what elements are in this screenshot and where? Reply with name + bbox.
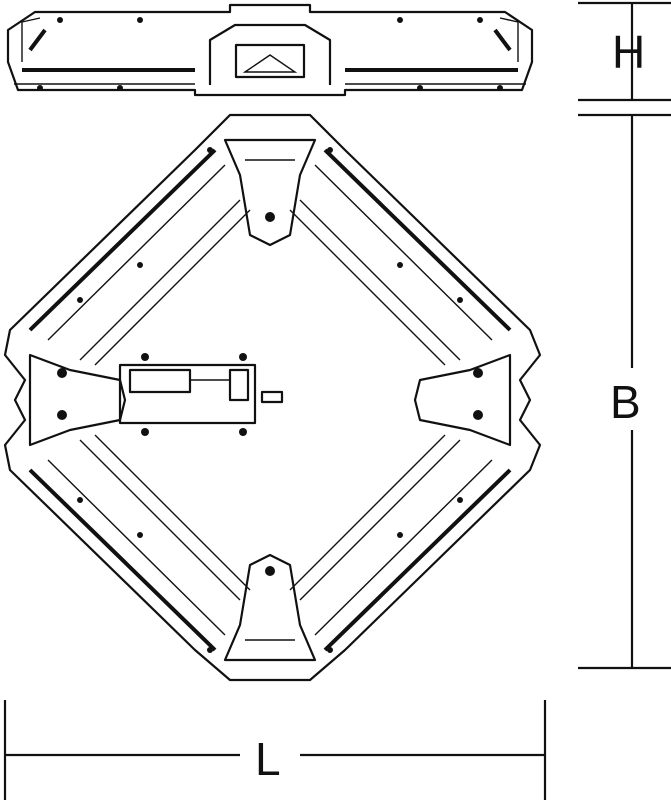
- dimension-l: L: [3, 700, 547, 800]
- side-view: [6, 3, 534, 97]
- depth-label: B: [610, 376, 641, 428]
- dimension-b: B: [578, 113, 671, 670]
- top-view: [3, 113, 542, 682]
- length-label: L: [255, 733, 281, 785]
- height-label: H: [612, 26, 645, 78]
- driver-box: [118, 363, 257, 425]
- dimension-h: H: [578, 1, 671, 102]
